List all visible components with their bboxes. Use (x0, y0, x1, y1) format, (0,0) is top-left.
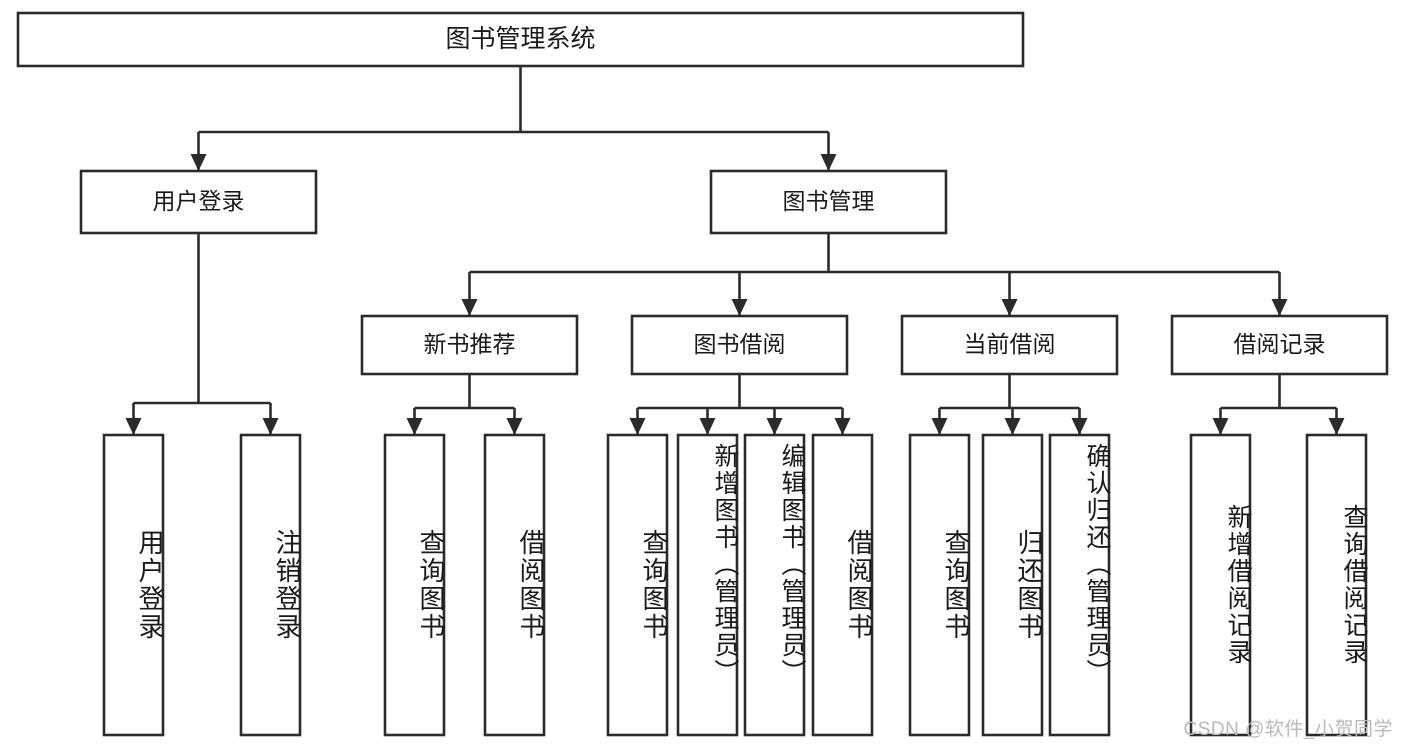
node-box (16, 11, 1025, 68)
node-box (676, 433, 739, 737)
node-book-management[interactable]: 图书管理 (709, 169, 948, 235)
arrow-head (125, 418, 142, 435)
node-box (743, 433, 806, 737)
node-box (709, 169, 948, 235)
node-leaf-confirm-return[interactable] (1048, 433, 1111, 737)
arrow-head (461, 299, 478, 316)
node-box (1170, 314, 1389, 376)
arrow-head (190, 154, 207, 171)
node-leaf-query-book-rec[interactable] (383, 433, 446, 737)
node-box (630, 314, 849, 376)
node-leaf-add-book[interactable] (676, 433, 739, 737)
arrow-head (262, 418, 279, 435)
node-box (908, 433, 971, 737)
arrow-head (1212, 418, 1229, 435)
arrow-head (931, 418, 948, 435)
node-label: 新书推荐 (424, 331, 516, 357)
node-leaf-logout[interactable] (239, 433, 302, 737)
arrow-head (629, 418, 646, 435)
node-leaf-borrow-book-rec[interactable] (483, 433, 546, 737)
node-box (1048, 433, 1111, 737)
node-label: 用户登录 (153, 188, 245, 214)
node-label: 借阅记录 (1234, 331, 1326, 357)
node-label: 图书管理 (783, 188, 875, 214)
arrow-head (731, 299, 748, 316)
arrow-head (1001, 299, 1018, 316)
arrow-head (820, 154, 837, 171)
arrow-head (1271, 299, 1288, 316)
arrow-head (699, 418, 716, 435)
node-leaf-add-record[interactable] (1189, 433, 1252, 737)
node-leaf-return-book[interactable] (981, 433, 1044, 737)
watermark: CSDN @软件_小贺同学 (1183, 719, 1393, 740)
node-leaf-query-book-borrow[interactable] (606, 433, 669, 737)
arrow-head (1071, 418, 1088, 435)
node-box (981, 433, 1044, 737)
node-box (102, 433, 165, 737)
node-leaf-edit-book[interactable] (743, 433, 806, 737)
connector-layer (125, 66, 1345, 435)
node-box (383, 433, 446, 737)
node-box (483, 433, 546, 737)
node-box (239, 433, 302, 737)
node-box (79, 169, 318, 235)
node-leaf-borrow-book[interactable] (811, 433, 874, 737)
node-box (1305, 433, 1368, 737)
node-box (900, 314, 1119, 376)
arrow-head (506, 418, 523, 435)
node-user-login[interactable]: 用户登录 (79, 169, 318, 235)
node-new-book-recommend[interactable]: 新书推荐 (360, 314, 579, 376)
node-box (1189, 433, 1252, 737)
node-box (360, 314, 579, 376)
arrow-head (1004, 418, 1021, 435)
arrow-head (406, 418, 423, 435)
node-leaf-query-book-cur[interactable] (908, 433, 971, 737)
node-book-borrow[interactable]: 图书借阅 (630, 314, 849, 376)
node-label: 图书管理系统 (445, 25, 595, 53)
node-leaf-query-record[interactable] (1305, 433, 1368, 737)
node-box (811, 433, 874, 737)
arrow-head (834, 418, 851, 435)
node-label: 当前借阅 (964, 331, 1056, 357)
node-root[interactable]: 图书管理系统 (16, 11, 1025, 68)
arrow-head (766, 418, 783, 435)
node-current-borrow[interactable]: 当前借阅 (900, 314, 1119, 376)
node-label: 图书借阅 (694, 331, 786, 357)
arrow-head (1328, 418, 1345, 435)
node-borrow-record[interactable]: 借阅记录 (1170, 314, 1389, 376)
node-leaf-user-login[interactable] (102, 433, 165, 737)
node-box (606, 433, 669, 737)
